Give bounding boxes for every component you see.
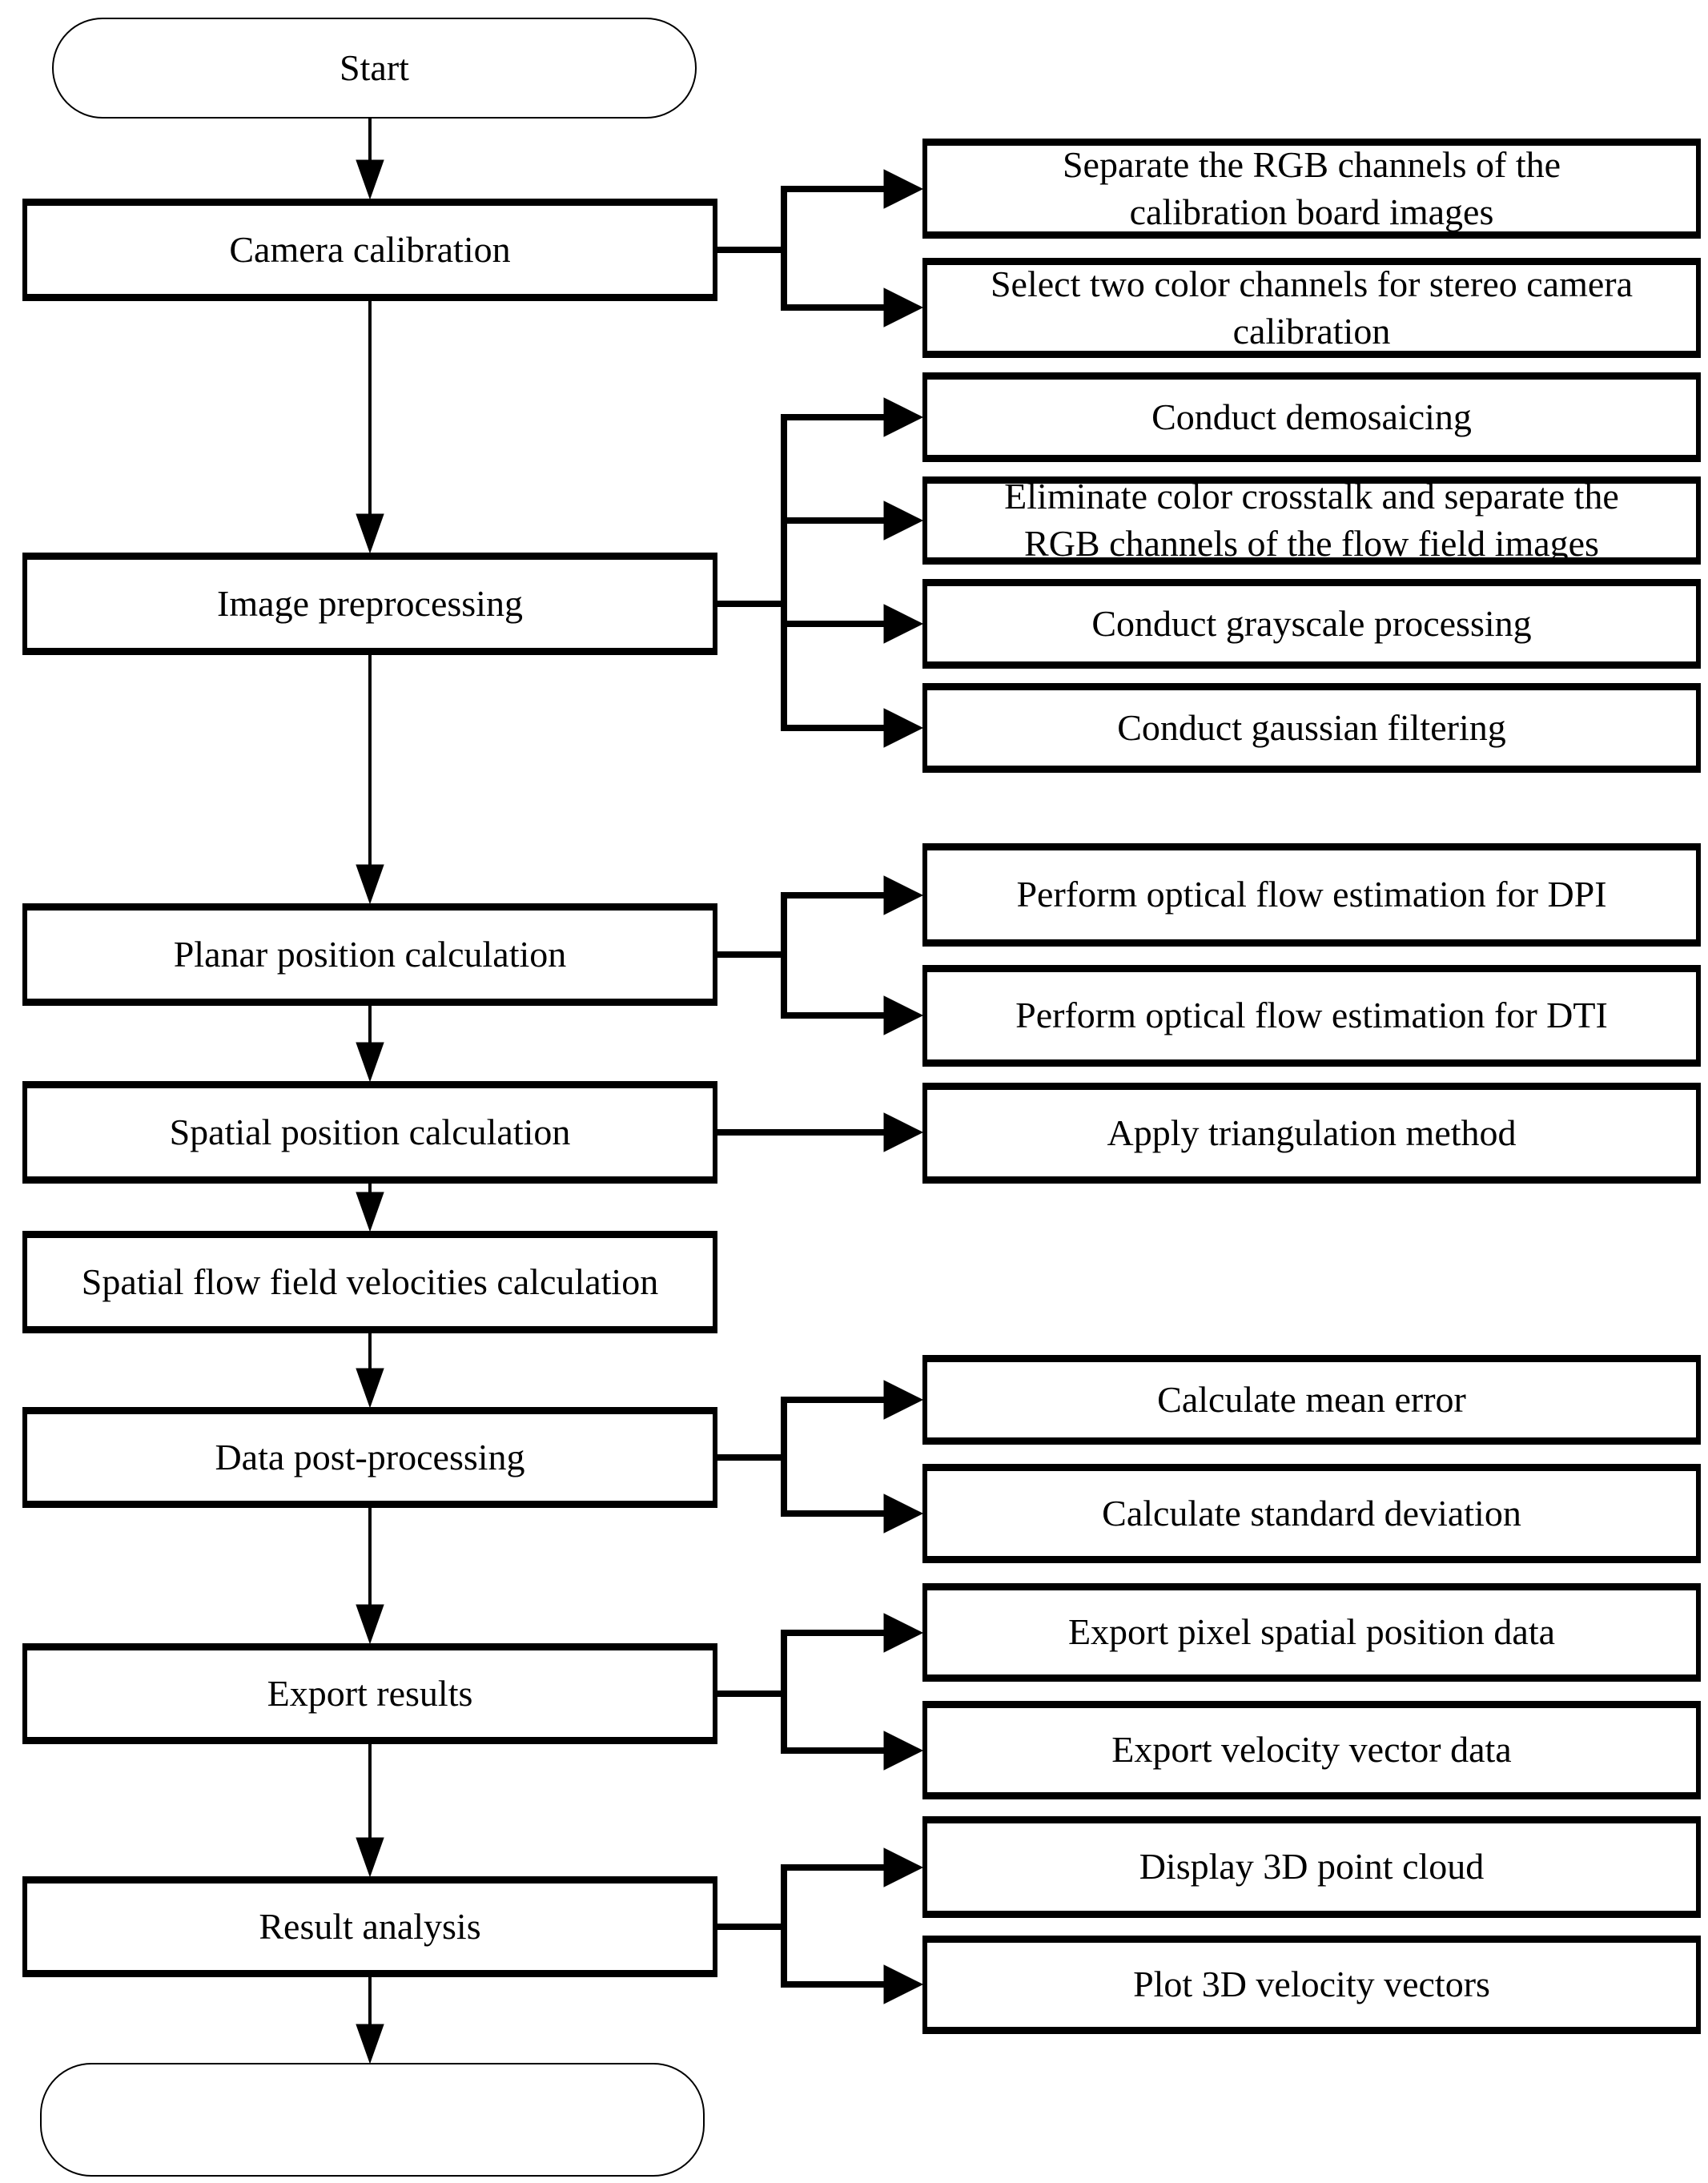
arrow-planar-to-spatial-head [356, 1042, 384, 1083]
substep-plot-3d-velocity-vectors: Plot 3D velocity vectors [922, 1936, 1701, 2034]
branch-arrowhead [883, 604, 924, 644]
branch-arrowhead [883, 1847, 924, 1888]
process-image-preprocessing: Image preprocessing [22, 553, 717, 655]
arrow-result-to-end-head [356, 2024, 384, 2064]
substep-conduct-demosaicing: Conduct demosaicing [922, 372, 1701, 462]
substep-optical-flow-dti-label: Perform optical flow estimation for DTI [1015, 995, 1608, 1036]
branch-group-data-post-processing [717, 1380, 924, 1534]
branch-arrowhead [883, 708, 924, 748]
substep-display-point-cloud-label: Display 3D point cloud [1139, 1846, 1485, 1888]
substep-conduct-gaussian-label: Conduct gaussian filtering [1117, 706, 1506, 748]
terminal-start-label: Start [340, 46, 409, 88]
substep-conduct-grayscale-label: Conduct grayscale processing [1091, 602, 1532, 644]
process-camera-calibration-label: Camera calibration [229, 228, 511, 270]
terminal-end [40, 2063, 705, 2177]
substep-export-velocity-vector-data: Export velocity vector data [922, 1701, 1701, 1799]
arrow-start-to-camera-head [356, 159, 384, 200]
substep-calculate-mean-error-label: Calculate mean error [1157, 1378, 1466, 1420]
branch-arrowhead [883, 1964, 924, 2004]
branch-group-export-results [717, 1613, 924, 1771]
terminal-start: Start [52, 18, 697, 119]
substep-display-3d-point-cloud: Display 3D point cloud [922, 1816, 1701, 1918]
process-result-analysis: Result analysis [22, 1876, 717, 1977]
substep-calculate-standard-deviation: Calculate standard deviation [922, 1464, 1701, 1563]
substep-eliminate-crosstalk-label: Eliminate color crosstalk and separate t… [1004, 476, 1619, 564]
branch-group-image-preprocessing [717, 397, 924, 748]
substep-separate-rgb-channels: Separate the RGB channels of the calibra… [922, 139, 1701, 239]
substep-eliminate-color-crosstalk: Eliminate color crosstalk and separate t… [922, 476, 1701, 565]
substep-plot-velocity-vectors-label: Plot 3D velocity vectors [1133, 1964, 1490, 2005]
substep-select-two-channels-label: Select two color channels for stereo cam… [990, 263, 1634, 352]
substep-export-velocity-data-label: Export velocity vector data [1111, 1729, 1512, 1771]
process-export-results-label: Export results [267, 1672, 473, 1714]
substep-conduct-demosaicing-label: Conduct demosaicing [1151, 396, 1472, 437]
substep-export-pixel-spatial-position-data: Export pixel spatial position data [922, 1583, 1701, 1682]
branch-arrowhead [883, 501, 924, 541]
branch-group-planar-position [717, 875, 924, 1035]
process-data-post-processing: Data post-processing [22, 1407, 717, 1508]
process-spatial-flow-field-velocities: Spatial flow field velocities calculatio… [22, 1231, 717, 1333]
branch-group-result-analysis [717, 1847, 924, 2004]
substep-apply-triangulation-method: Apply triangulation method [922, 1083, 1701, 1184]
arrow-camera-to-preprocessing-head [356, 513, 384, 554]
substep-optical-flow-dti: Perform optical flow estimation for DTI [922, 965, 1701, 1067]
substep-apply-triangulation-label: Apply triangulation method [1107, 1112, 1517, 1153]
substep-calculate-mean-error: Calculate mean error [922, 1355, 1701, 1445]
arrow-preprocessing-to-planar-head [356, 864, 384, 905]
substep-select-two-color-channels: Select two color channels for stereo cam… [922, 258, 1701, 358]
branch-arrowhead [883, 397, 924, 437]
process-planar-position-calculation: Planar position calculation [22, 903, 717, 1006]
process-camera-calibration: Camera calibration [22, 199, 717, 301]
substep-optical-flow-dpi: Perform optical flow estimation for DPI [922, 843, 1701, 947]
branch-arrowhead [883, 1494, 924, 1534]
branch-arrowhead [883, 1613, 924, 1653]
process-image-preprocessing-label: Image preprocessing [217, 582, 523, 624]
arrow-export-to-result-head [356, 1837, 384, 1878]
process-export-results: Export results [22, 1643, 717, 1744]
branch-arrowhead [883, 875, 924, 915]
process-data-post-processing-label: Data post-processing [215, 1436, 525, 1477]
branch-arrowhead [883, 287, 924, 328]
branch-group-camera-calibration [717, 169, 924, 328]
branch-arrowhead [883, 995, 924, 1035]
substep-separate-rgb-label: Separate the RGB channels of the calibra… [1062, 143, 1561, 232]
process-planar-position-label: Planar position calculation [173, 933, 567, 975]
substep-conduct-gaussian-filtering: Conduct gaussian filtering [922, 683, 1701, 773]
process-result-analysis-label: Result analysis [259, 1905, 481, 1947]
process-spatial-flow-velocities-label: Spatial flow field velocities calculatio… [81, 1260, 659, 1302]
process-spatial-position-label: Spatial position calculation [169, 1111, 571, 1152]
substep-calculate-std-deviation-label: Calculate standard deviation [1102, 1492, 1521, 1534]
branch-arrowhead [883, 1112, 924, 1152]
arrow-spatial-to-velocities-head [356, 1192, 384, 1232]
substep-export-pixel-data-label: Export pixel spatial position data [1067, 1611, 1556, 1653]
branch-arrowhead [883, 169, 924, 209]
arrow-postprocessing-to-export-head [356, 1604, 384, 1645]
branch-arrowhead [883, 1731, 924, 1771]
substep-optical-flow-dpi-label: Perform optical flow estimation for DPI [1016, 874, 1607, 915]
branch-arrowhead [883, 1380, 924, 1420]
substep-conduct-grayscale-processing: Conduct grayscale processing [922, 579, 1701, 669]
branch-group-spatial-position [717, 1112, 924, 1152]
process-spatial-position-calculation: Spatial position calculation [22, 1081, 717, 1184]
arrow-velocities-to-postprocessing-head [356, 1368, 384, 1409]
